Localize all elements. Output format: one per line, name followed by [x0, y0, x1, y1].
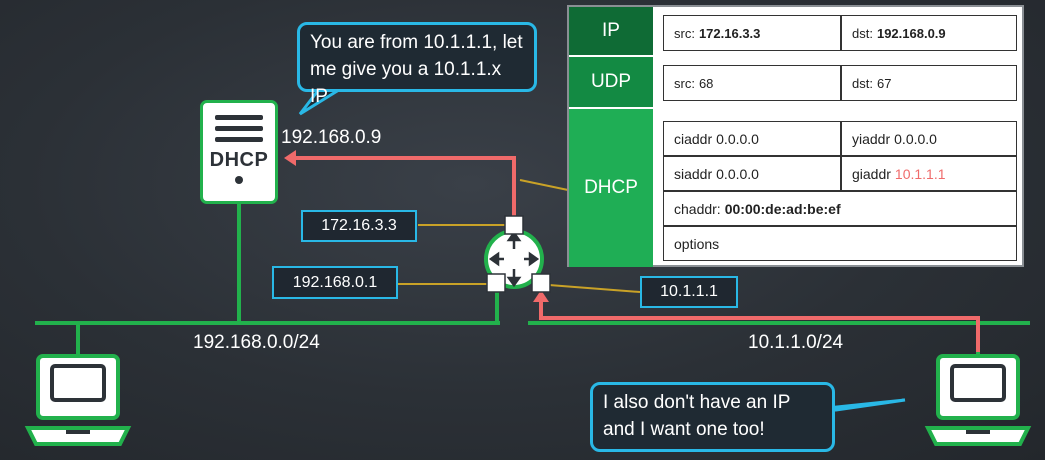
leader-right-ip: [548, 284, 641, 293]
ip-src-label: src:: [674, 25, 695, 41]
server-led: [235, 176, 243, 184]
relay-arrow-head-router: [533, 290, 549, 302]
chaddr-value: 00:00:de:ad:be:ef: [724, 200, 841, 217]
client-bubble-line-1: I also don't have an IP: [603, 392, 791, 413]
ip-dst-value: 192.168.0.9: [876, 25, 946, 41]
packet-panel: IP src:172.16.3.3 dst:192.168.0.9 UDP sr…: [567, 5, 1024, 267]
dhcp-header-title: DHCP: [569, 109, 653, 267]
router-port-left: [486, 273, 506, 293]
server-bubble-line-2: me give you a 10.1.1.x IP: [310, 59, 502, 107]
yiaddr-label: yiaddr: [852, 130, 891, 147]
ip-header-title: IP: [569, 7, 653, 55]
ciaddr-label: ciaddr: [674, 130, 713, 147]
udp-src-field: src:68: [663, 65, 841, 101]
chaddr-label: chaddr:: [674, 200, 721, 217]
yiaddr-value: 0.0.0.0: [894, 130, 937, 147]
giaddr-label: giaddr: [852, 165, 891, 182]
ip-dst-label: dst:: [852, 25, 873, 41]
relay-path: [539, 296, 980, 352]
server-bubble-line-1: You are from 10.1.1.1, let: [310, 32, 523, 53]
ip-dst-field: dst:192.168.0.9: [841, 15, 1017, 51]
udp-header-title: UDP: [569, 57, 653, 107]
router-ip-left: 192.168.0.1: [272, 266, 398, 299]
ip-src-value: 172.16.3.3: [698, 25, 761, 41]
client-bubble-line-2: and I want one too!: [603, 419, 765, 440]
relay-arrow-head-server: [284, 150, 296, 166]
leader-packet: [519, 179, 569, 191]
server-slot: [215, 115, 263, 120]
ciaddr-value: 0.0.0.0: [716, 130, 759, 147]
siaddr-value: 0.0.0.0: [716, 165, 759, 182]
udp-src-label: src:: [674, 75, 695, 91]
router-ip-top: 172.16.3.3: [301, 210, 417, 242]
network-left-label: 192.168.0.0/24: [193, 332, 320, 353]
laptop-left-icon: [24, 354, 132, 446]
chaddr-field: chaddr:00:00:de:ad:be:ef: [663, 191, 1017, 226]
network-right-label: 10.1.1.0/24: [748, 332, 844, 353]
client-speech-bubble: I also don't have an IP and I want one t…: [590, 382, 835, 452]
router-ip-right: 10.1.1.1: [640, 276, 738, 308]
router-port-top: [504, 215, 524, 235]
udp-src-value: 68: [698, 75, 714, 91]
options-label: options: [674, 235, 720, 252]
giaddr-value: 10.1.1.1: [894, 165, 946, 182]
router-arrows-icon: [488, 230, 540, 288]
server-speech-bubble: You are from 10.1.1.1, let me give you a…: [297, 22, 537, 107]
router-port-right: [531, 273, 551, 293]
udp-dst-value: 67: [876, 75, 892, 91]
server-slot: [215, 126, 263, 131]
dhcp-server-icon: DHCP: [200, 100, 278, 204]
laptop-right-icon: [924, 354, 1032, 446]
siaddr-label: siaddr: [674, 165, 713, 182]
server-label: DHCP: [209, 149, 269, 171]
server-slot: [215, 137, 263, 142]
relay-path-upper: [292, 156, 516, 216]
options-field: options: [663, 226, 1017, 261]
ip-src-field: src:172.16.3.3: [663, 15, 841, 51]
server-ip: 192.168.0.9: [281, 127, 382, 148]
udp-dst-field: dst:67: [841, 65, 1017, 101]
udp-dst-label: dst:: [852, 75, 873, 91]
